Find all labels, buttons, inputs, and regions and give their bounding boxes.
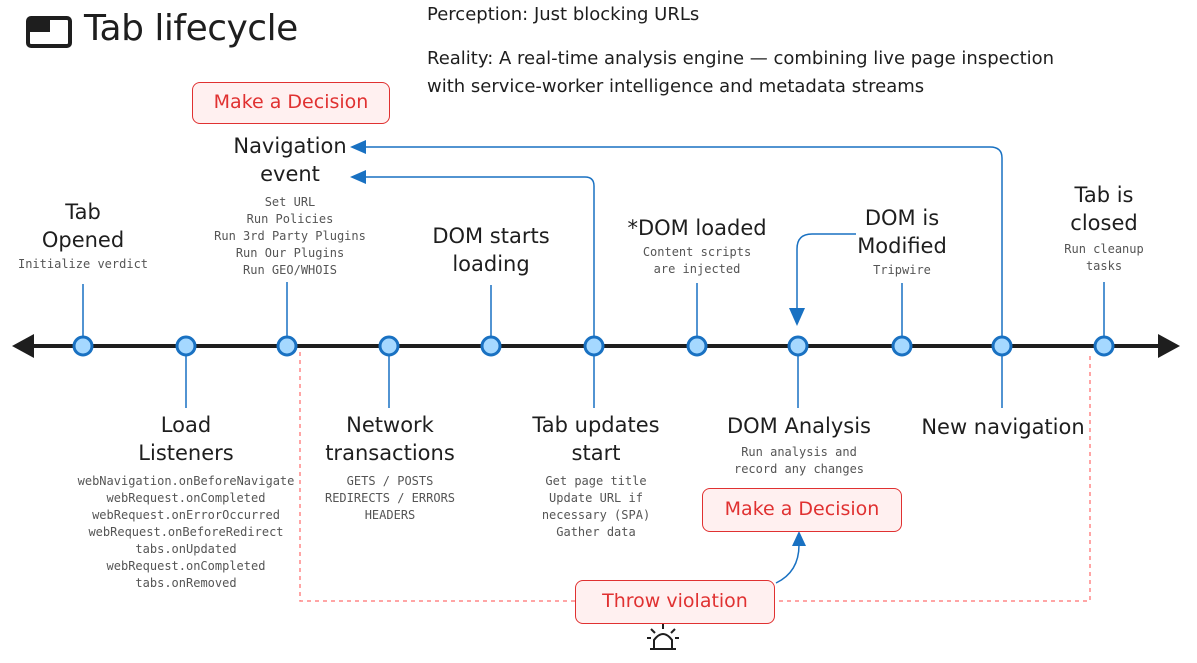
event-sub: Get page title bbox=[545, 474, 647, 488]
event-sub: Update URL if bbox=[549, 491, 643, 505]
make-decision-bottom: Make a Decision bbox=[702, 488, 902, 532]
reality-line-1: Reality: A real-time analysis engine — c… bbox=[427, 48, 1055, 69]
event-sub: Run Policies bbox=[246, 212, 334, 226]
event-sub: Gather data bbox=[556, 525, 636, 539]
perception-text: Perception: Just blocking URLs bbox=[427, 4, 700, 25]
event-sub: Run analysis and bbox=[741, 445, 857, 459]
event-label: loading bbox=[452, 252, 530, 276]
event-label: transactions bbox=[325, 441, 455, 465]
window-icon bbox=[26, 16, 72, 48]
event-sub: necessary (SPA) bbox=[541, 508, 651, 522]
node-tab-updates-start bbox=[583, 335, 605, 357]
node-dom-analysis bbox=[787, 335, 809, 357]
event-load-listeners: Load Listeners webNavigation.onBeforeNav… bbox=[76, 411, 296, 592]
event-label: *DOM loaded bbox=[627, 216, 767, 240]
arrowhead-navigation-2 bbox=[350, 140, 366, 154]
node-tab-opened bbox=[72, 335, 94, 357]
event-label: Network bbox=[346, 413, 434, 437]
event-sub: Initialize verdict bbox=[17, 257, 149, 271]
throw-violation: Throw violation bbox=[575, 580, 775, 624]
node-navigation-event bbox=[276, 335, 298, 357]
arrow-dom-modified-to-analysis bbox=[796, 233, 856, 312]
event-network-transactions: Network transactions GETS / POSTS REDIRE… bbox=[304, 411, 476, 524]
event-sub: webNavigation.onBeforeNavigate bbox=[77, 474, 295, 488]
make-decision-top: Make a Decision bbox=[192, 82, 390, 124]
event-label: Tab bbox=[65, 200, 101, 224]
event-label: Modified bbox=[857, 234, 947, 258]
node-dom-starts-loading bbox=[480, 335, 502, 357]
event-dom-analysis: DOM Analysis Run analysis and record any… bbox=[714, 412, 884, 478]
event-sub: Run 3rd Party Plugins bbox=[214, 229, 366, 243]
event-sub: Tripwire bbox=[873, 263, 931, 277]
node-dom-loaded bbox=[686, 335, 708, 357]
arrow-new-navigation-to-navigation bbox=[362, 146, 1003, 338]
arrow-tab-updates-to-navigation bbox=[362, 176, 595, 338]
event-sub: Set URL bbox=[264, 195, 316, 209]
event-tab-opened: Tab Opened Initialize verdict bbox=[13, 198, 153, 273]
event-sub: tabs.onRemoved bbox=[135, 576, 237, 590]
event-label: event bbox=[260, 162, 320, 186]
event-label: Tab is bbox=[1074, 183, 1134, 207]
event-label: start bbox=[571, 441, 621, 465]
event-sub: tasks bbox=[1085, 259, 1123, 273]
arrow-violation-to-decision bbox=[775, 544, 800, 584]
event-navigation-event: Navigation event Set URL Run Policies Ru… bbox=[200, 132, 380, 279]
page-title: Tab lifecycle bbox=[84, 8, 298, 49]
event-sub: GETS / POSTS bbox=[346, 474, 434, 488]
event-label: Load bbox=[160, 413, 212, 437]
event-tab-closed: Tab is closed Run cleanup tasks bbox=[1044, 181, 1164, 275]
arrowhead-dom-modified bbox=[789, 308, 805, 326]
timeline-arrow-left bbox=[12, 334, 34, 358]
event-sub: Content scripts bbox=[642, 245, 752, 259]
event-sub: webRequest.onErrorOccurred bbox=[92, 508, 280, 522]
arrowhead-decision bbox=[792, 531, 806, 546]
event-label: closed bbox=[1070, 211, 1138, 235]
event-label: Navigation bbox=[233, 134, 347, 158]
node-load-listeners bbox=[175, 335, 197, 357]
event-sub: tabs.onUpdated bbox=[135, 542, 237, 556]
timeline-arrow-right bbox=[1158, 334, 1180, 358]
event-tab-updates-start: Tab updates start Get page title Update … bbox=[516, 411, 676, 541]
event-dom-loaded: *DOM loaded Content scripts are injected bbox=[612, 214, 782, 278]
node-tab-closed bbox=[1093, 335, 1115, 357]
event-label: Listeners bbox=[138, 441, 234, 465]
event-label: Opened bbox=[41, 228, 125, 252]
event-sub: are injected bbox=[653, 262, 741, 276]
event-label: New navigation bbox=[921, 415, 1085, 439]
reality-line-2: with service-worker intelligence and met… bbox=[427, 76, 925, 97]
event-sub: webRequest.onBeforeRedirect bbox=[88, 525, 284, 539]
event-sub: Run GEO/WHOIS bbox=[243, 263, 337, 277]
reality-text: Reality: A real-time analysis engine — c… bbox=[427, 45, 1187, 101]
event-sub: Run Our Plugins bbox=[235, 246, 345, 260]
event-dom-modified: DOM is Modified Tripwire bbox=[832, 204, 972, 279]
event-label: DOM Analysis bbox=[726, 414, 872, 438]
event-new-navigation: New navigation bbox=[918, 413, 1088, 441]
node-new-navigation bbox=[991, 335, 1013, 357]
event-dom-starts-loading: DOM starts loading bbox=[411, 222, 571, 278]
event-sub: REDIRECTS / ERRORS bbox=[324, 491, 456, 505]
event-sub: webRequest.onCompleted bbox=[106, 559, 266, 573]
alarm-icon bbox=[647, 624, 679, 650]
event-sub: webRequest.onCompleted bbox=[106, 491, 266, 505]
node-dom-modified bbox=[891, 335, 913, 357]
arrowhead-navigation-1 bbox=[350, 170, 366, 184]
event-label: DOM is bbox=[864, 206, 940, 230]
event-label: DOM starts bbox=[432, 224, 550, 248]
event-sub: Run cleanup bbox=[1064, 242, 1144, 256]
event-sub: record any changes bbox=[733, 462, 865, 476]
event-label: Tab updates bbox=[532, 413, 660, 437]
node-network-transactions bbox=[378, 335, 400, 357]
event-sub: HEADERS bbox=[364, 508, 416, 522]
